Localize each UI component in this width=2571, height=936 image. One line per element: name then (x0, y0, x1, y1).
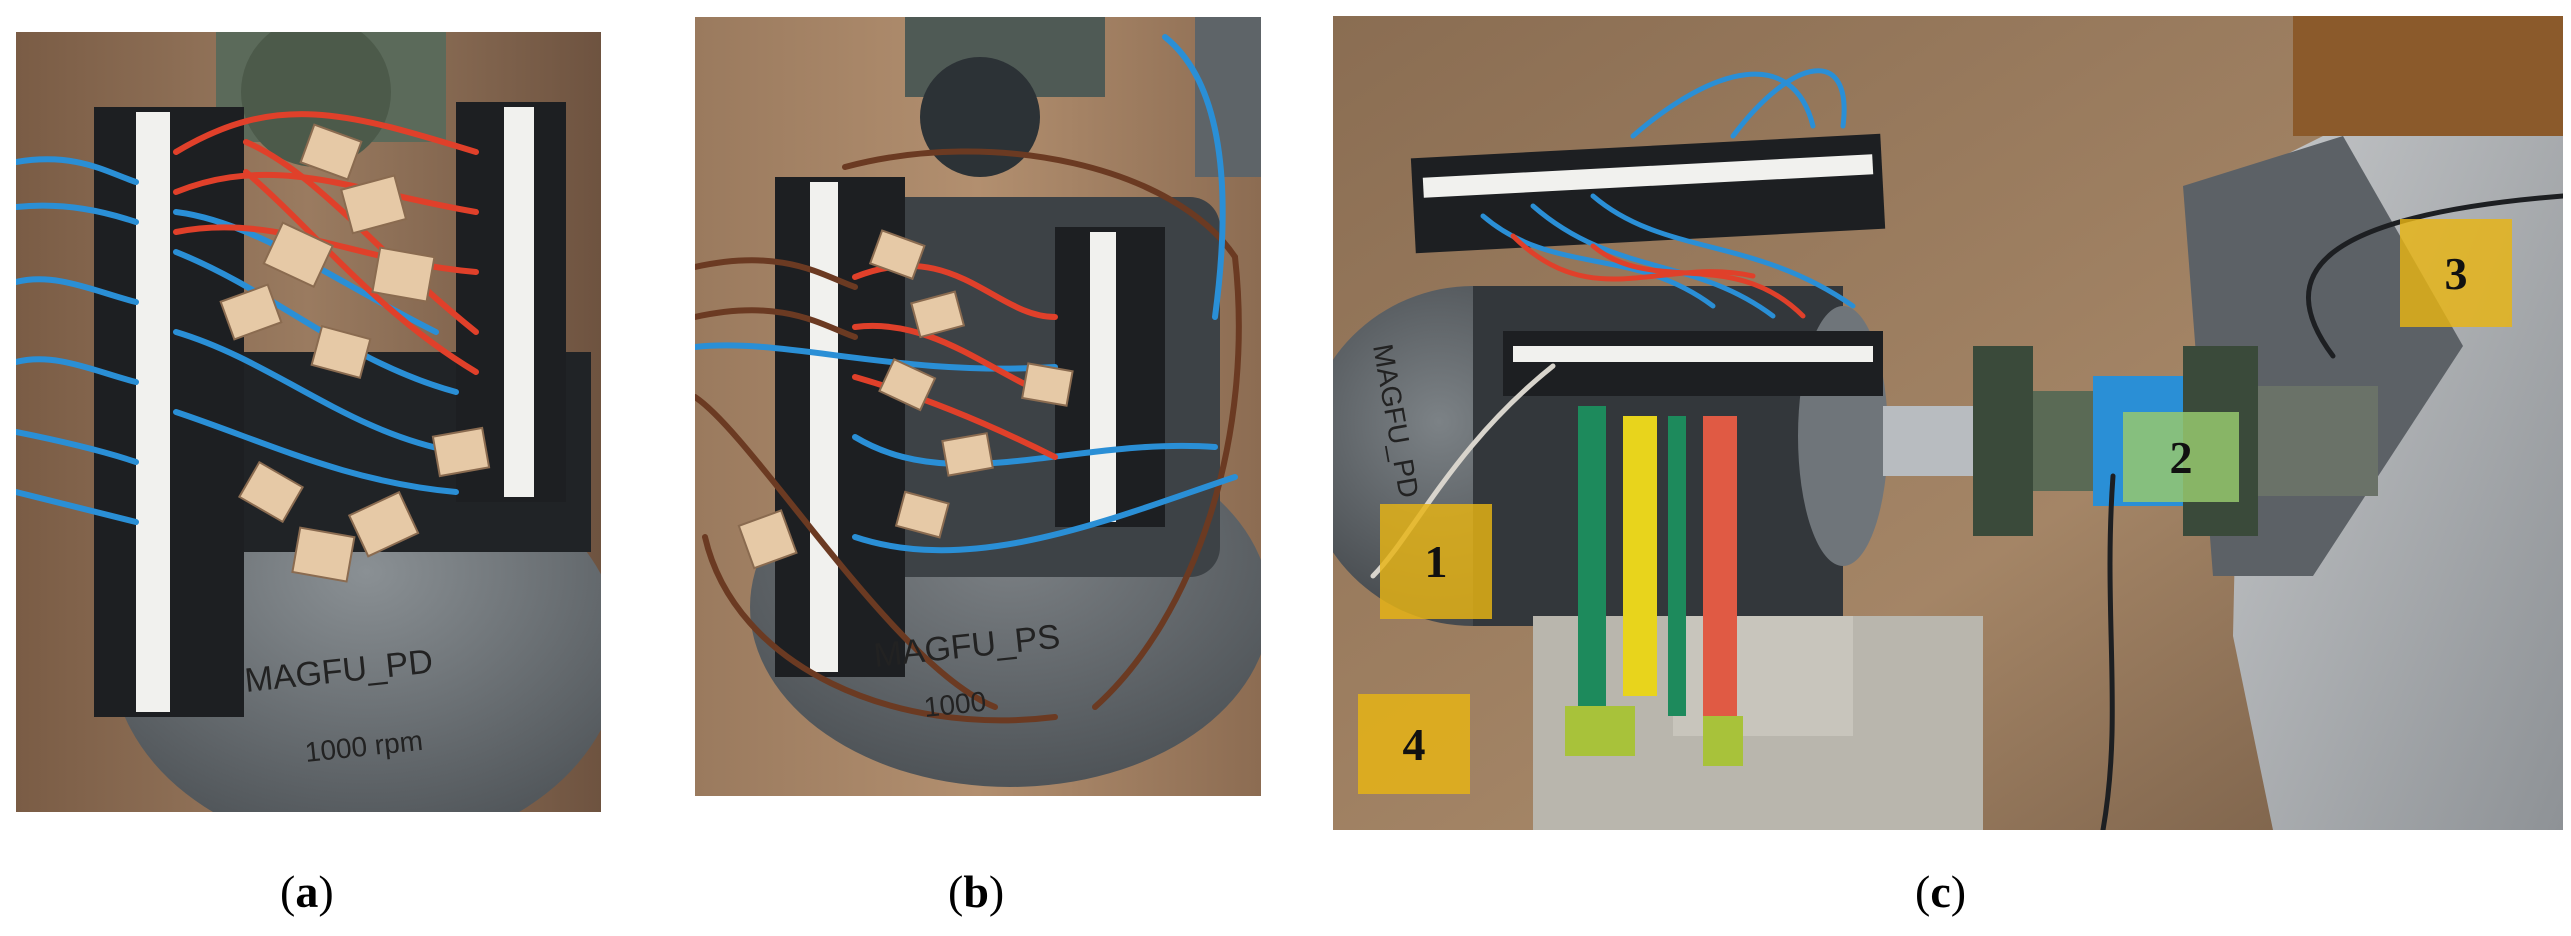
photo-panel-c: MAGFU_PD 1 2 3 4 (1333, 16, 2563, 830)
marker-3: 3 (2400, 219, 2512, 327)
caption-c: (c) (1915, 866, 1967, 917)
motor-label-b-line2: 1000 (922, 686, 987, 723)
photo-panel-b: MAGFU_PS 1000 (695, 17, 1261, 796)
caption-a: (a) (280, 866, 334, 917)
caption-b: (b) (948, 866, 1005, 917)
motor-terminal-photo-b: MAGFU_PS 1000 (695, 17, 1261, 796)
test-bench-photo-c: MAGFU_PD (1333, 16, 2563, 830)
marker-2: 2 (2123, 412, 2239, 502)
motor-terminal-photo-a: MAGFU_PD 1000 rpm (16, 32, 601, 812)
marker-4: 4 (1358, 694, 1470, 794)
marker-1: 1 (1380, 504, 1492, 619)
photo-panel-a: MAGFU_PD 1000 rpm (16, 32, 601, 812)
